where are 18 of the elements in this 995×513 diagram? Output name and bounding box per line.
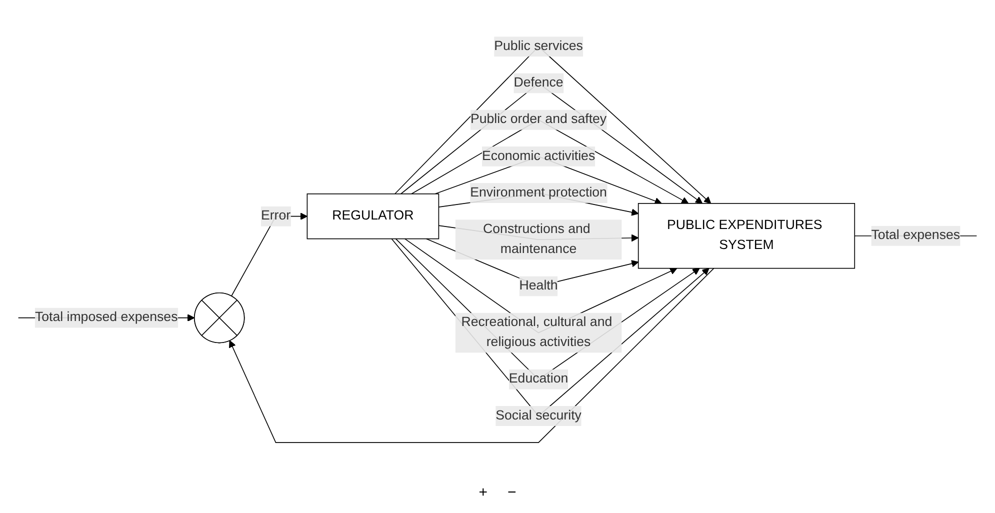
arrow — [229, 268, 714, 444]
edge-label: Social security — [496, 408, 582, 424]
edge-label: Environment protection — [470, 186, 607, 200]
sign-label: − — [508, 484, 516, 501]
edge-label: Constructions and maintenance — [483, 222, 590, 257]
edge-label: Economic activities — [482, 149, 596, 164]
edge-label: Error — [260, 209, 291, 224]
node-box: PUBLIC EXPENDITURES SYSTEM — [638, 203, 856, 270]
edge-label: Total imposed expenses — [34, 310, 178, 325]
edge-label: Defence — [514, 76, 564, 90]
sign-label: + — [478, 484, 488, 501]
node-box: REGULATOR — [306, 194, 440, 240]
edge-label: Education — [508, 372, 568, 386]
edge-label: Total expenses — [871, 228, 960, 243]
edge-label: Public services — [494, 40, 583, 54]
edge-label: Recreational, cultural and religious activities — [461, 316, 612, 350]
edge-label: Health — [519, 279, 558, 294]
edge-label: Public order and saftey — [470, 112, 607, 127]
